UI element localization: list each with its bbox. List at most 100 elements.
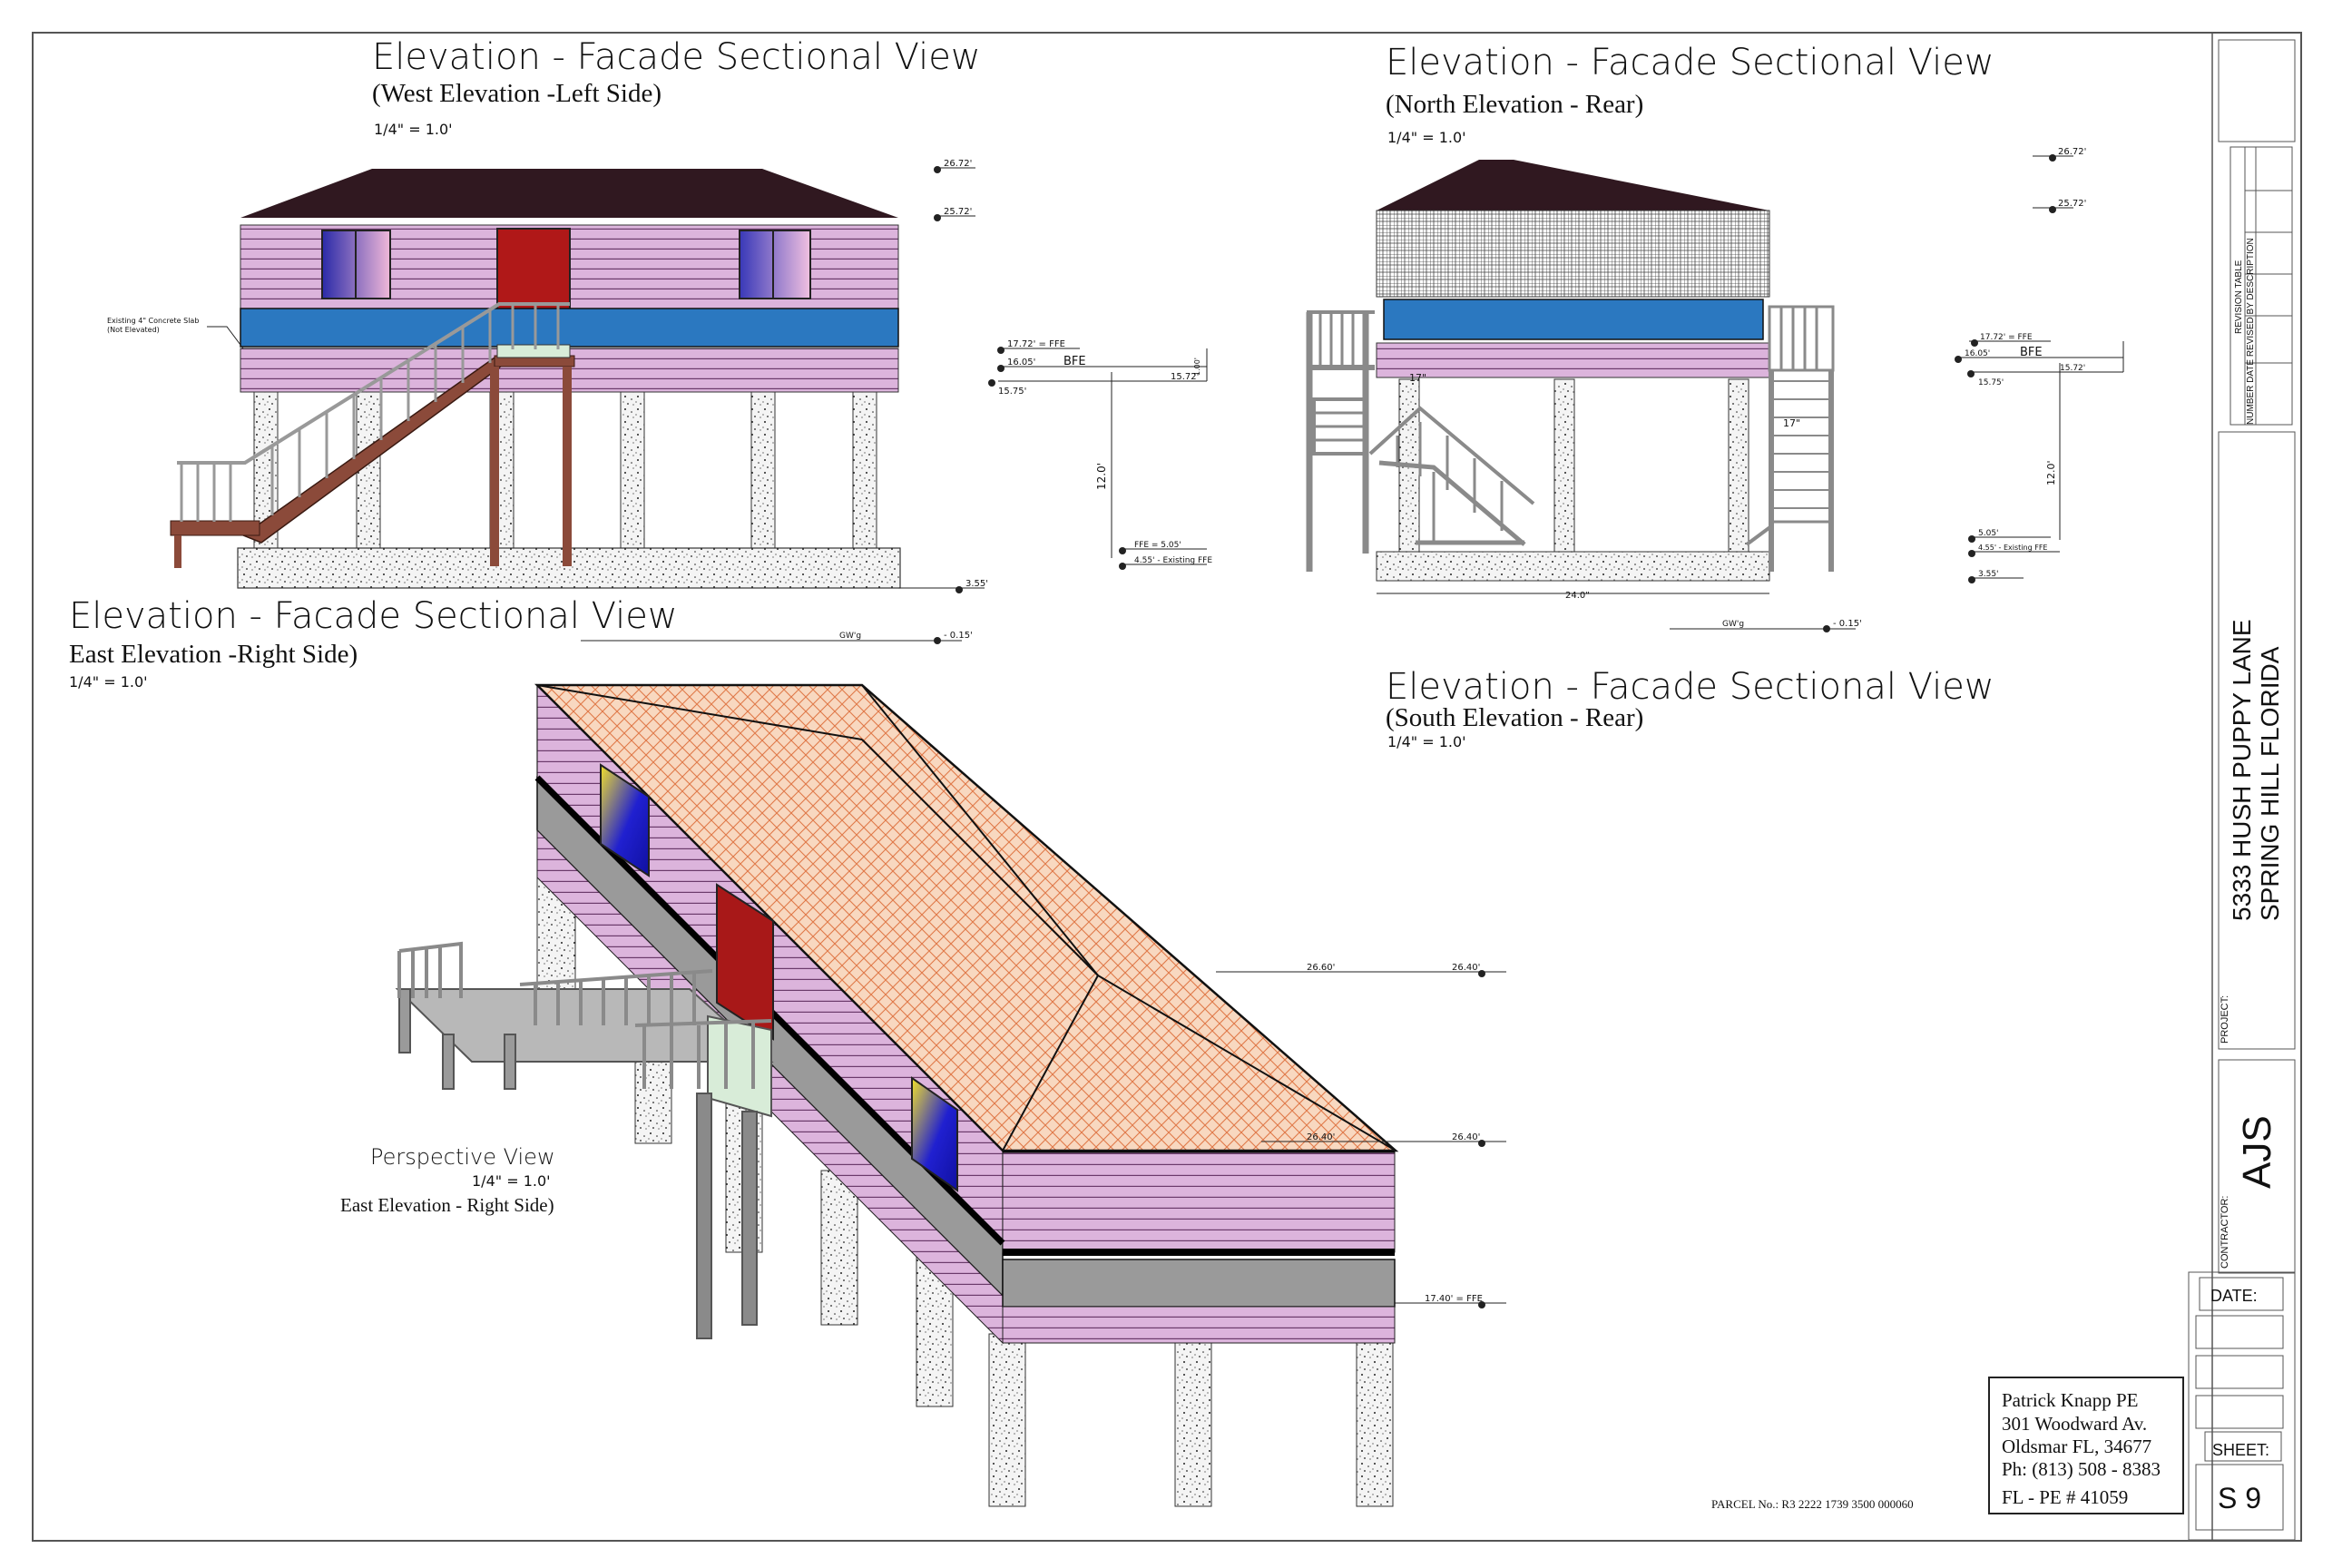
svg-text:16.05': 16.05' bbox=[1007, 358, 1035, 368]
persp-scale: 1/4" = 1.0' bbox=[472, 1172, 551, 1190]
sheet-label: SHEET: bbox=[2212, 1441, 2269, 1459]
svg-text:15.75': 15.75' bbox=[1978, 378, 2004, 387]
project-line-2: SPRING HILL FLORIDA bbox=[2256, 646, 2284, 921]
west-piles bbox=[253, 391, 877, 549]
svg-text:3.55': 3.55' bbox=[965, 579, 988, 589]
svg-text:4.55' - Existing FFE: 4.55' - Existing FFE bbox=[1978, 544, 2047, 552]
svg-text:GW'g: GW'g bbox=[839, 632, 861, 641]
engineer-license: FL - PE # 41059 bbox=[2002, 1486, 2128, 1508]
south-subtitle: (South Elevation - Rear) bbox=[1386, 703, 1643, 732]
svg-text:GW'g: GW'g bbox=[1722, 620, 1744, 629]
svg-text:15.72': 15.72' bbox=[1171, 372, 1199, 382]
svg-text:REVISION TABLE: REVISION TABLE bbox=[2234, 260, 2244, 334]
sheet-number: S 9 bbox=[2218, 1482, 2261, 1514]
svg-text:24.0": 24.0" bbox=[1565, 591, 1590, 601]
parcel-number: PARCEL No.: R3 2222 1739 3500 000060 bbox=[1711, 1497, 1914, 1511]
svg-text:26.40': 26.40' bbox=[1307, 1132, 1335, 1142]
west-elev-markers: 26.72' 25.72' 17.72' = FFE 16.05' BFE 15… bbox=[581, 159, 1212, 644]
west-title: Elevation - Facade Sectional View bbox=[372, 36, 981, 78]
svg-text:4.55' - Existing FFE: 4.55' - Existing FFE bbox=[1134, 556, 1212, 565]
persp-window-upper bbox=[600, 763, 650, 877]
north-elevation: Elevation - Facade Sectional View (North… bbox=[1306, 42, 2124, 632]
north-siding bbox=[1376, 342, 1770, 378]
engineer-phone: Ph: (813) 508 - 8383 bbox=[2002, 1458, 2161, 1480]
perspective-view: Perspective View 1/4" = 1.0' East Elevat… bbox=[340, 683, 1506, 1507]
north-stair-right bbox=[1745, 305, 1835, 572]
persp-door bbox=[716, 883, 774, 1041]
persp-front-wall bbox=[1002, 1150, 1396, 1253]
north-subtitle: (North Elevation - Rear) bbox=[1386, 90, 1643, 119]
engineer-name: Patrick Knapp PE bbox=[2002, 1389, 2138, 1411]
svg-text:15.75': 15.75' bbox=[998, 387, 1026, 397]
svg-text:12.0': 12.0' bbox=[1095, 463, 1108, 490]
svg-text:17": 17" bbox=[1409, 372, 1426, 384]
persp-subtitle: East Elevation - Right Side) bbox=[340, 1194, 554, 1216]
east-elevation-header: Elevation - Facade Sectional View East E… bbox=[69, 595, 678, 691]
west-roof bbox=[240, 169, 898, 218]
svg-text:NUMBER DATE REVISED BY DESCRIP: NUMBER DATE REVISED BY DESCRIPTION bbox=[2246, 238, 2256, 425]
svg-text:17.40' = FFE: 17.40' = FFE bbox=[1425, 1294, 1483, 1304]
svg-text:17.72' = FFE: 17.72' = FFE bbox=[1980, 333, 2033, 342]
svg-text:BFE: BFE bbox=[1063, 355, 1086, 368]
east-subtitle: East Elevation -Right Side) bbox=[69, 640, 358, 669]
svg-text:BFE: BFE bbox=[2020, 346, 2043, 359]
title-block: REVISION TABLE NUMBER DATE REVISED BY DE… bbox=[2188, 32, 2302, 1542]
north-blue-band bbox=[1383, 299, 1764, 340]
north-roof bbox=[1377, 160, 1769, 211]
contractor-name: AJS bbox=[2235, 1115, 2279, 1189]
svg-text:16.05': 16.05' bbox=[1965, 349, 1990, 358]
persp-deck bbox=[395, 941, 774, 1339]
north-gable-shingle bbox=[1376, 210, 1770, 298]
svg-text:17": 17" bbox=[1783, 417, 1800, 429]
contractor-label: CONTRACTOR: bbox=[2220, 1196, 2230, 1269]
svg-text:- 0.15': - 0.15' bbox=[944, 631, 973, 641]
west-slab-note-2: (Not Elevated) bbox=[107, 326, 160, 334]
svg-text:25.72': 25.72' bbox=[944, 207, 972, 217]
svg-text:- 0.15': - 0.15' bbox=[1833, 619, 1862, 629]
persp-window-lower bbox=[911, 1076, 958, 1192]
svg-text:17.72' = FFE: 17.72' = FFE bbox=[1007, 339, 1065, 349]
date-label: DATE: bbox=[2210, 1287, 2258, 1305]
south-title: Elevation - Facade Sectional View bbox=[1386, 666, 1994, 708]
svg-text:26.40': 26.40' bbox=[1452, 1132, 1480, 1142]
north-elev-markers: 26.72' 25.72' 17.72' = FFE 16.05' BFE 15… bbox=[1670, 147, 2124, 632]
west-window-right bbox=[739, 230, 811, 299]
south-elevation-header: Elevation - Facade Sectional View (South… bbox=[1386, 666, 1994, 750]
north-scale: 1/4" = 1.0' bbox=[1387, 129, 1466, 146]
south-scale: 1/4" = 1.0' bbox=[1387, 733, 1466, 750]
east-title: Elevation - Facade Sectional View bbox=[69, 595, 678, 637]
revision-table bbox=[2230, 146, 2293, 426]
west-slab-note-1: Existing 4" Concrete Slab bbox=[107, 317, 199, 325]
engineer-block: Patrick Knapp PE 301 Woodward Av. Oldsma… bbox=[1988, 1377, 2184, 1514]
west-door bbox=[496, 228, 571, 311]
west-scale: 1/4" = 1.0' bbox=[374, 121, 453, 138]
svg-text:26.60': 26.60' bbox=[1307, 963, 1335, 973]
engineer-address-2: Oldsmar FL, 34677 bbox=[2002, 1436, 2151, 1457]
svg-text:26.40': 26.40' bbox=[1452, 963, 1480, 973]
north-piles bbox=[1398, 378, 1749, 553]
west-elevation: Elevation - Facade Sectional View (West … bbox=[107, 36, 1212, 644]
north-slab bbox=[1376, 551, 1770, 582]
svg-text:15.72': 15.72' bbox=[2060, 364, 2085, 373]
west-stair bbox=[170, 302, 575, 568]
svg-text:12.0': 12.0' bbox=[2045, 460, 2057, 485]
project-line-1: 5333 HUSH PUPPY LANE bbox=[2228, 619, 2256, 921]
svg-text:1.00': 1.00' bbox=[1193, 358, 1201, 376]
west-blue-band bbox=[240, 308, 899, 348]
persp-front-band bbox=[1002, 1259, 1396, 1308]
svg-text:3.55': 3.55' bbox=[1978, 570, 1999, 579]
svg-text:25.72': 25.72' bbox=[2058, 199, 2086, 209]
svg-text:5.05': 5.05' bbox=[1978, 529, 1999, 538]
svg-text:26.72': 26.72' bbox=[2058, 147, 2086, 157]
persp-title: Perspective View bbox=[370, 1144, 555, 1170]
engineer-address-1: 301 Woodward Av. bbox=[2002, 1413, 2147, 1435]
west-subtitle: (West Elevation -Left Side) bbox=[372, 79, 662, 108]
north-title: Elevation - Facade Sectional View bbox=[1386, 42, 1994, 83]
svg-text:26.72': 26.72' bbox=[944, 159, 972, 169]
project-label: PROJECT: bbox=[2220, 995, 2230, 1044]
svg-text:FFE = 5.05': FFE = 5.05' bbox=[1134, 541, 1181, 550]
east-scale: 1/4" = 1.0' bbox=[69, 673, 148, 691]
persp-elev-markers: 26.60' 26.40' 26.40' 26.40' 17.40' = FFE bbox=[1216, 963, 1506, 1308]
north-stair-left bbox=[1306, 310, 1535, 572]
